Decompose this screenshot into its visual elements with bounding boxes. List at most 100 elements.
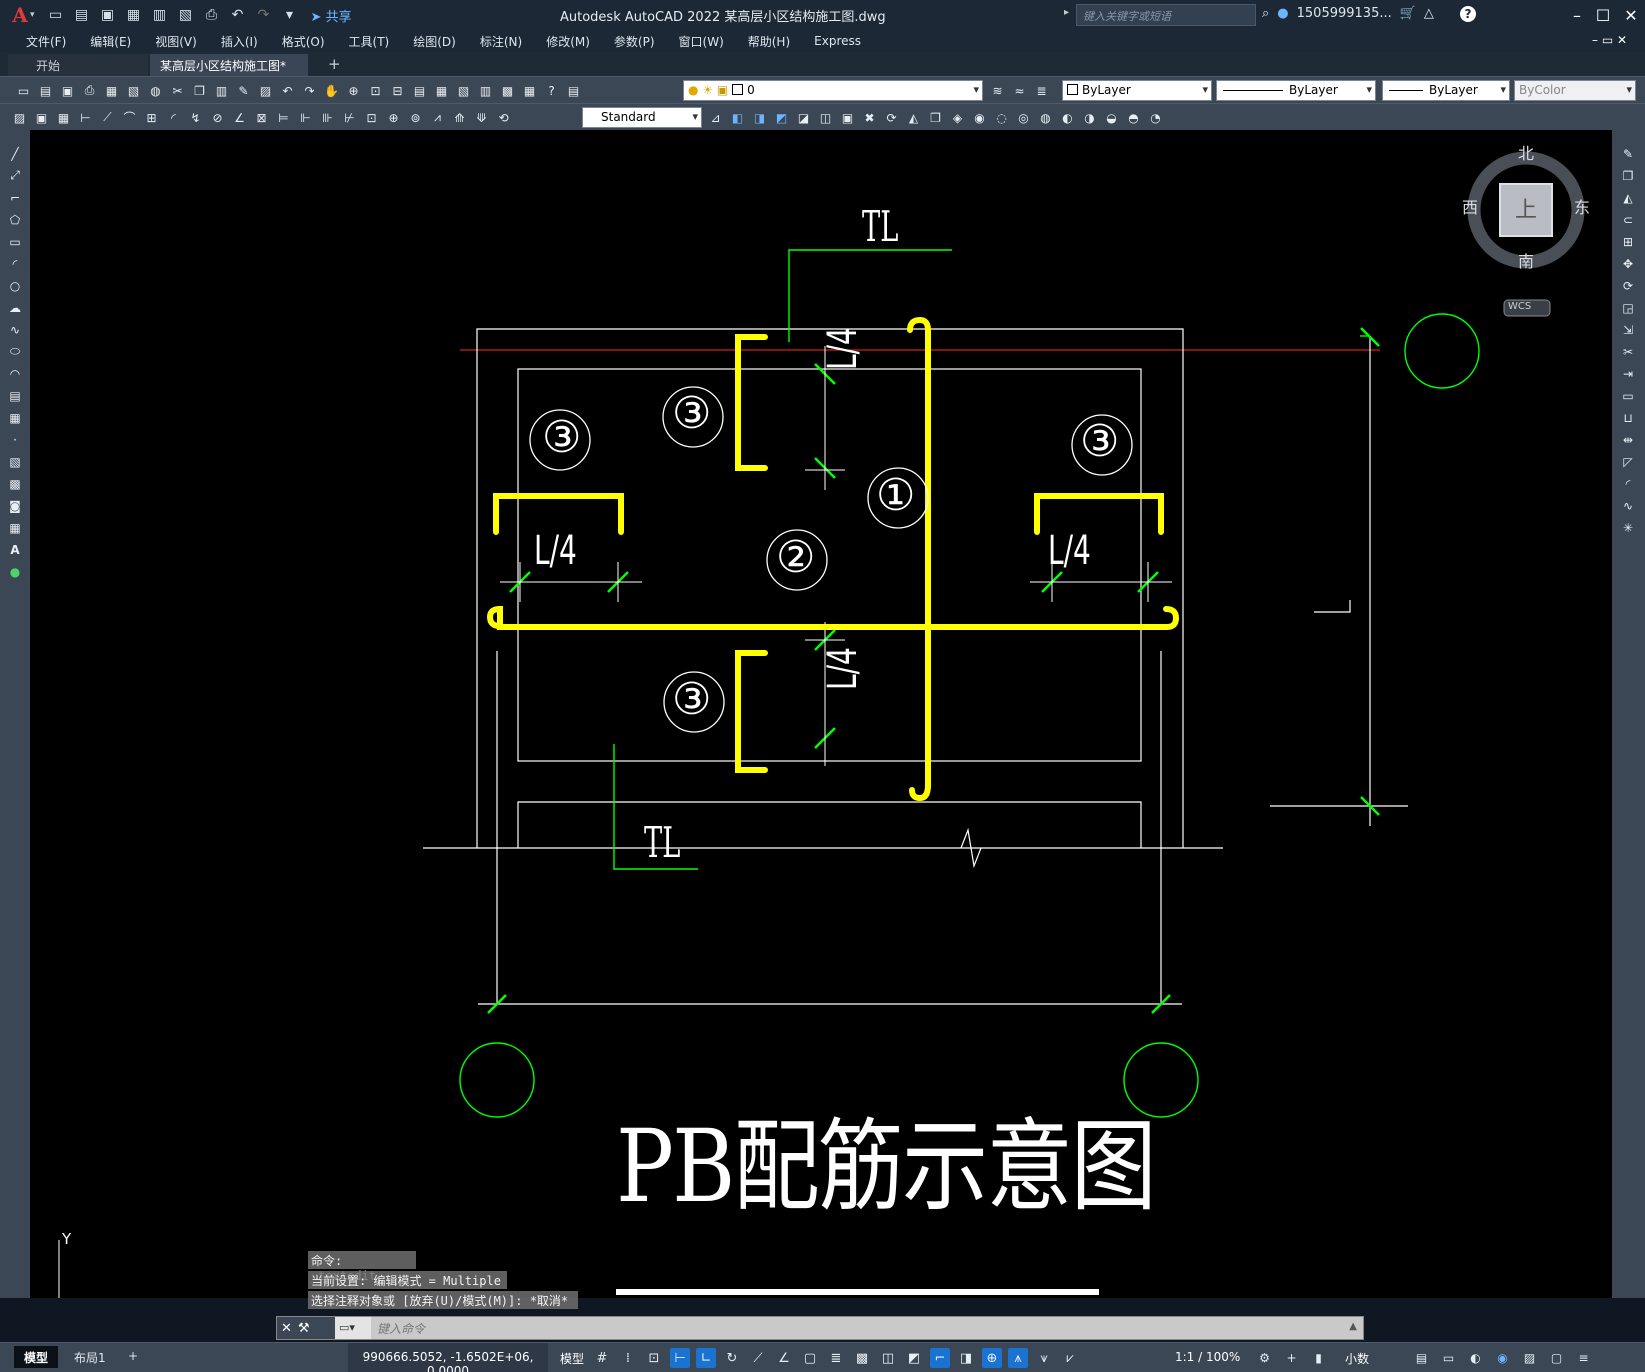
extend-icon[interactable]: ⇥: [1622, 366, 1634, 381]
jogged-dim-icon[interactable]: ↯: [190, 110, 201, 125]
dimspace-icon[interactable]: ⊪: [322, 110, 333, 125]
delete-faces-icon[interactable]: ✖: [864, 110, 875, 125]
copy-object-icon[interactable]: ❐: [1622, 168, 1634, 183]
offset-icon[interactable]: ⊂: [1622, 212, 1634, 227]
plot-icon[interactable]: ⎙: [84, 83, 95, 97]
search-input[interactable]: 键入关键字或短语: [1076, 4, 1256, 26]
autocad-logo[interactable]: A: [12, 3, 28, 27]
isolate-objects-icon[interactable]: ◐: [1470, 1350, 1481, 1365]
extract-edges-icon[interactable]: ◓: [1128, 110, 1139, 125]
move-faces-icon[interactable]: ◫: [819, 110, 832, 125]
model-space-button[interactable]: 模型: [560, 1352, 585, 1366]
menu-parametric[interactable]: 参数(P): [613, 34, 655, 49]
new-icon[interactable]: ▭: [48, 7, 63, 23]
open-icon[interactable]: ▤: [74, 7, 89, 23]
clean-screen-icon[interactable]: ▨: [1523, 1350, 1536, 1365]
command-line[interactable]: ✕ ⚒ ▭▾ 键入命令 ▲: [276, 1316, 1364, 1340]
wcs-menu[interactable]: WCS: [1508, 301, 1532, 312]
compass-east[interactable]: 东: [1574, 198, 1591, 217]
paste-icon[interactable]: ▥: [215, 83, 228, 98]
break-point-icon[interactable]: ▭: [1622, 388, 1634, 403]
revcloud-icon[interactable]: ☁: [9, 300, 21, 315]
shell-icon[interactable]: ◍: [1040, 110, 1051, 125]
break-icon[interactable]: ⊔: [1623, 410, 1633, 425]
mtext-icon[interactable]: A: [10, 542, 20, 557]
annotation-visibility-icon[interactable]: ⩚: [1008, 1348, 1028, 1368]
dimstyle-icon[interactable]: ▣: [35, 110, 48, 125]
match-icon[interactable]: ✎: [238, 83, 249, 98]
otrack-icon[interactable]: ∠: [778, 1350, 790, 1366]
menu-format[interactable]: 格式(O): [281, 34, 325, 49]
erase-icon[interactable]: ✎: [1622, 146, 1634, 161]
tab-layout1[interactable]: 布局1: [74, 1351, 106, 1365]
copy-edges-icon[interactable]: ◑: [1084, 110, 1095, 125]
undo-icon[interactable]: ↶: [231, 7, 244, 23]
spline-icon[interactable]: ∿: [9, 322, 21, 337]
offset-faces-icon[interactable]: ▣: [841, 110, 854, 125]
imprint-icon[interactable]: ◉: [974, 110, 985, 125]
make-block-icon[interactable]: ▦: [9, 410, 21, 425]
angular-dim-icon[interactable]: ∠: [234, 110, 245, 125]
markup-icon[interactable]: ▩: [501, 83, 514, 98]
help-icon[interactable]: ?: [1459, 6, 1476, 22]
separate-icon[interactable]: ◎: [1018, 110, 1029, 125]
calculator-icon[interactable]: ▦: [523, 83, 536, 98]
transparency-icon[interactable]: ▩: [855, 1350, 869, 1366]
layer-previous-icon[interactable]: ≣: [1036, 83, 1047, 98]
doc-window-controls[interactable]: – ▭ ✕: [1592, 33, 1628, 47]
copy-faces-icon[interactable]: ❐: [930, 110, 941, 125]
polar-icon[interactable]: ↻: [726, 1350, 738, 1366]
clean-icon[interactable]: ◌: [996, 110, 1007, 125]
jogged-linear-icon[interactable]: ⩘: [434, 110, 441, 124]
app-menu-chevron-icon[interactable]: ▾: [30, 10, 35, 20]
dimedit-icon[interactable]: ⟰: [454, 110, 465, 125]
dimupdate-icon[interactable]: ▦: [57, 110, 70, 125]
linear-dim-icon[interactable]: ⊢: [80, 110, 91, 125]
menu-draw[interactable]: 绘图(D): [413, 34, 456, 49]
dynamic-ucs-icon[interactable]: ⌐: [930, 1348, 950, 1368]
center-mark-icon[interactable]: ⊕: [388, 110, 399, 125]
cart-icon[interactable]: 🛒: [1399, 6, 1416, 21]
selection-filter-icon[interactable]: ◨: [959, 1350, 973, 1366]
annotation-scale-icon[interactable]: ⩗: [1066, 1350, 1074, 1366]
zoom-realtime-icon[interactable]: ⊕: [348, 83, 359, 98]
insert-block-icon[interactable]: ▤: [9, 388, 21, 403]
array-icon[interactable]: ⊞: [1622, 234, 1634, 249]
compass-north[interactable]: 北: [1518, 144, 1535, 163]
gizmo-icon[interactable]: ⊕: [982, 1348, 1002, 1368]
cmd-customize-icon[interactable]: ⚒: [297, 1320, 310, 1336]
export-icon[interactable]: ▥: [152, 7, 167, 23]
scale-icon[interactable]: ◲: [1622, 300, 1634, 315]
minimize-button[interactable]: –: [1573, 5, 1581, 25]
circle-icon[interactable]: ○: [9, 278, 21, 293]
rotate-icon[interactable]: ⟳: [1622, 278, 1634, 293]
dimstyle-override-icon[interactable]: ⊿: [710, 110, 721, 125]
quick-properties-icon[interactable]: ▤: [1415, 1350, 1428, 1365]
cmd-expand-icon[interactable]: ▲: [1349, 1321, 1357, 1332]
coordinates-readout[interactable]: 990666.5052, -1.6502E+06, 0.0000: [348, 1343, 548, 1372]
autodesk-icon[interactable]: △: [1423, 6, 1434, 21]
menu-insert[interactable]: 插入(I): [220, 34, 258, 49]
blend-icon[interactable]: ∿: [1622, 498, 1634, 513]
undo-icon[interactable]: ↶: [282, 83, 293, 98]
snap-icon[interactable]: ⁞: [625, 1350, 631, 1366]
zoom-window-icon[interactable]: ⊡: [370, 83, 381, 98]
share-button[interactable]: ➤ 共享: [310, 9, 352, 25]
help-icon[interactable]: ?: [548, 83, 555, 98]
arc-dim-icon[interactable]: ⌒: [123, 111, 136, 125]
cmd-input[interactable]: 键入命令: [377, 1322, 426, 1336]
join-icon[interactable]: ⇹: [1622, 432, 1634, 447]
autoscale-icon[interactable]: ⩛: [1040, 1350, 1048, 1366]
dimtedit-icon[interactable]: ⟱: [476, 110, 487, 125]
menu-tools[interactable]: 工具(T): [348, 34, 390, 49]
fillet-icon[interactable]: ◜: [1625, 476, 1631, 491]
tab-model[interactable]: 模型: [14, 1346, 59, 1368]
search-icon[interactable]: ⌕: [1262, 6, 1270, 21]
tab-drawing[interactable]: 某高层小区结构施工图* ×: [150, 54, 308, 88]
cmd-close-icon[interactable]: ✕: [281, 1320, 292, 1336]
table-icon[interactable]: ▦: [9, 520, 21, 535]
taper-faces-icon[interactable]: ◭: [908, 110, 919, 125]
lineweight-icon[interactable]: ≣: [830, 1350, 842, 1366]
inspect-icon[interactable]: ⊚: [410, 110, 421, 125]
menu-dimension[interactable]: 标注(N): [479, 34, 523, 49]
